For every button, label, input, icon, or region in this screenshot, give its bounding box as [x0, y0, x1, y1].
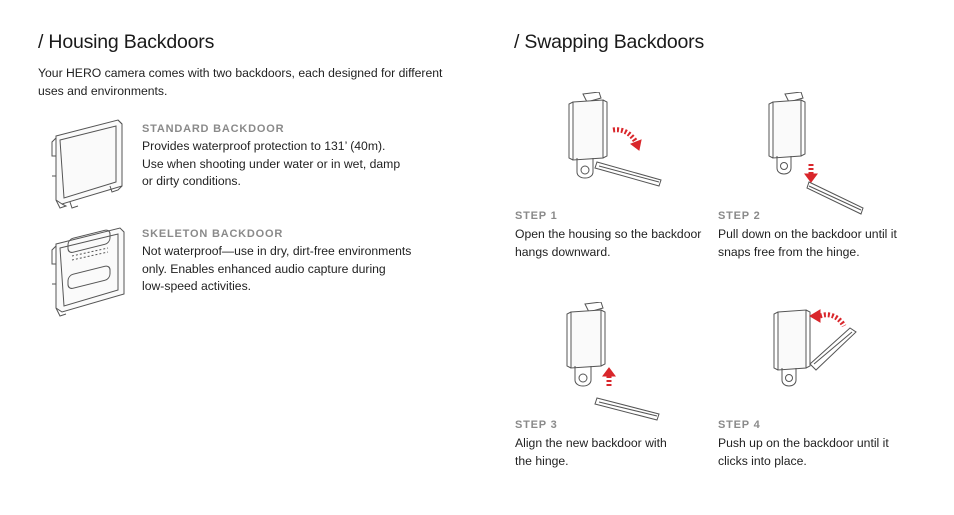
- intro-text: Your HERO camera comes with two backdoor…: [38, 64, 458, 100]
- housing-backdoors-title: / Housing Backdoors: [38, 31, 215, 53]
- step-4-line-1: Push up on the backdoor until it: [718, 436, 889, 450]
- step-3-line-2: the hinge.: [515, 453, 569, 468]
- skeleton-backdoor-description: Not waterproof—use in dry, dirt-free env…: [142, 243, 442, 296]
- step-4-illustration: [770, 302, 866, 402]
- step-2-line-2: snaps free from the hinge.: [718, 244, 860, 259]
- standard-backdoor-image: [50, 116, 128, 212]
- step-1-illustration: [563, 92, 667, 192]
- swapping-backdoors-title: / Swapping Backdoors: [514, 31, 705, 53]
- step-4-line-2: clicks into place.: [718, 453, 807, 468]
- step-3-illustration: [563, 302, 667, 426]
- step-4-description: Push up on the backdoor until it clicks …: [718, 435, 918, 470]
- skeleton-backdoor-image: [50, 222, 130, 318]
- standard-line-1: Provides waterproof protection to 131’ (…: [142, 139, 386, 153]
- step-1-line-1: Open the housing so the backdoor: [515, 227, 702, 241]
- step-1-description: Open the housing so the backdoor hangs d…: [515, 226, 715, 261]
- standard-backdoor-description: Provides waterproof protection to 131’ (…: [142, 138, 432, 191]
- step-3-heading: STEP 3: [515, 419, 558, 431]
- step-1-heading: STEP 1: [515, 210, 558, 222]
- step-2-description: Pull down on the backdoor until it snaps…: [718, 226, 918, 261]
- skeleton-line-2: only. Enables enhanced audio capture dur…: [142, 261, 386, 276]
- step-1-line-2: hangs downward.: [515, 244, 611, 259]
- standard-backdoor-heading: STANDARD BACKDOOR: [142, 123, 285, 135]
- step-2-heading: STEP 2: [718, 210, 761, 222]
- intro-line-2: uses and environments.: [38, 84, 168, 98]
- step-2-illustration: [765, 92, 869, 216]
- standard-line-3: or dirty conditions.: [142, 174, 241, 189]
- step-3-line-1: Align the new backdoor with: [515, 436, 667, 450]
- skeleton-backdoor-heading: SKELETON BACKDOOR: [142, 228, 284, 240]
- step-3-description: Align the new backdoor with the hinge.: [515, 435, 715, 470]
- step-2-line-1: Pull down on the backdoor until it: [718, 227, 897, 241]
- step-4-heading: STEP 4: [718, 419, 761, 431]
- skeleton-line-1: Not waterproof—use in dry, dirt-free env…: [142, 244, 412, 258]
- skeleton-line-3: low-speed activities.: [142, 279, 252, 294]
- intro-line-1: Your HERO camera comes with two backdoor…: [38, 66, 443, 80]
- standard-line-2: Use when shooting under water or in wet,…: [142, 156, 401, 171]
